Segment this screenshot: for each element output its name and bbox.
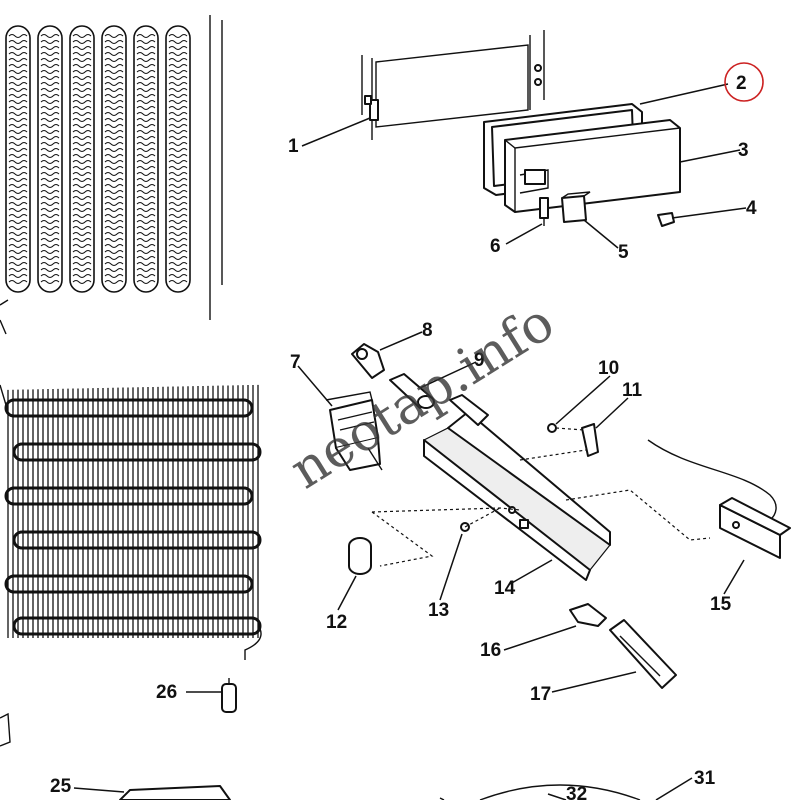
callout-labels: 1 2 3 4 5 6 7 8 9 10 11 12 13 14 15 16 1… — [50, 73, 757, 800]
callout-12[interactable]: 12 — [326, 612, 347, 633]
control-box-part — [422, 394, 611, 581]
callout-17[interactable]: 17 — [530, 684, 551, 705]
coil-fins — [8, 34, 28, 284]
switch-part-5 — [561, 191, 591, 223]
compressor-part-32 — [479, 784, 641, 800]
callout-25[interactable]: 25 — [50, 776, 72, 797]
coil-fins — [136, 34, 156, 284]
evaporator-tube — [4, 486, 254, 506]
callout-5[interactable]: 5 — [618, 242, 629, 263]
evaporator-wires — [7, 384, 259, 638]
coil-tube — [101, 25, 127, 293]
clip-part-16 — [569, 603, 607, 627]
callout-31[interactable]: 31 — [694, 768, 716, 789]
callout-13[interactable]: 13 — [428, 600, 449, 621]
callout-8[interactable]: 8 — [422, 320, 433, 341]
bottom-part-25 — [0, 712, 231, 800]
coil-fins — [40, 34, 60, 284]
screw-part-10 — [547, 423, 557, 433]
sensor-part-15 — [647, 439, 791, 559]
evaporator-tube — [12, 530, 262, 550]
light-housing-part — [504, 119, 681, 213]
clip-part-4 — [657, 212, 675, 227]
callout-16[interactable]: 16 — [480, 640, 501, 661]
callout-3[interactable]: 3 — [738, 140, 749, 161]
evaporator-tube — [12, 616, 262, 636]
callout-26[interactable]: 26 — [156, 682, 177, 703]
callout-7[interactable]: 7 — [290, 352, 301, 373]
evaporator-grid — [0, 384, 262, 660]
knob-part-8 — [351, 343, 385, 379]
evaporator-tube — [12, 442, 262, 462]
condenser-coil — [0, 15, 223, 335]
coil-fins — [168, 34, 188, 284]
coil-tube — [133, 25, 159, 293]
bar-part-17 — [609, 619, 677, 689]
callout-2[interactable]: 2 — [736, 73, 747, 94]
evaporator-tube — [4, 398, 254, 418]
callout-11[interactable]: 11 — [622, 380, 643, 401]
callout-15[interactable]: 15 — [710, 594, 732, 615]
coil-fins — [104, 34, 124, 284]
dashed-connections — [371, 427, 711, 567]
callout-1[interactable]: 1 — [288, 136, 299, 157]
coil-fins — [72, 34, 92, 284]
bulb-part-6 — [539, 197, 549, 226]
callout-4[interactable]: 4 — [746, 198, 757, 219]
coil-tube — [69, 25, 95, 293]
callout-14[interactable]: 14 — [494, 578, 516, 599]
coil-tube — [5, 25, 31, 293]
bracket-part-11 — [581, 423, 599, 457]
leader-lines — [73, 83, 747, 800]
knob-part-12 — [348, 537, 372, 575]
shaft-part-9 — [389, 373, 435, 409]
door-panel-part — [361, 30, 545, 140]
coil-tube — [165, 25, 191, 293]
highlight-ring — [724, 62, 764, 102]
callout-32[interactable]: 32 — [566, 784, 587, 800]
callout-10[interactable]: 10 — [598, 358, 619, 379]
callout-6[interactable]: 6 — [490, 236, 501, 257]
evaporator-tube — [4, 574, 254, 594]
coil-tube — [37, 25, 63, 293]
thermostat-part — [325, 391, 383, 471]
plug-part-26 — [221, 678, 237, 713]
callout-9[interactable]: 9 — [474, 350, 485, 371]
